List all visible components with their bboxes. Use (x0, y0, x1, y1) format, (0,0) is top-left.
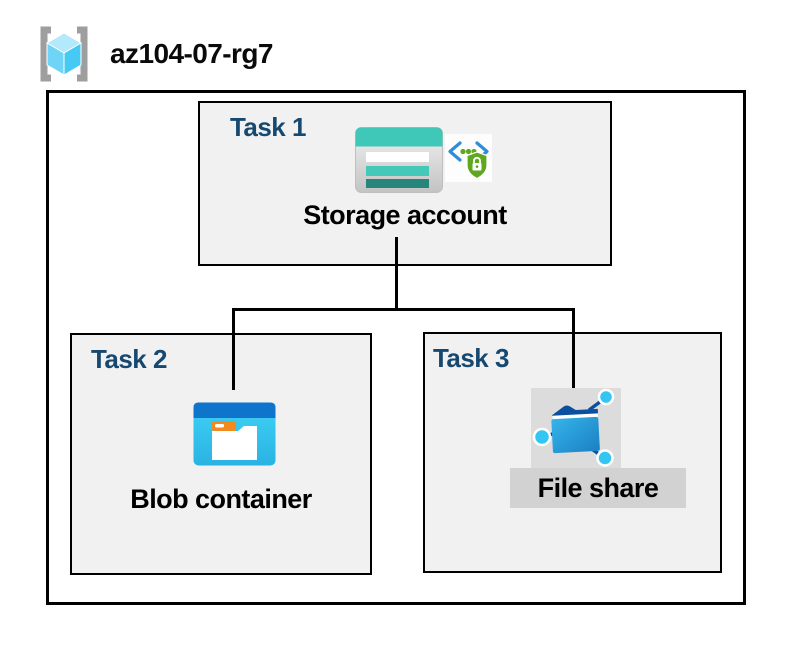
resource-group-icon (40, 26, 88, 82)
connector-to-blob (232, 308, 235, 390)
task3-label: Task 3 (433, 343, 509, 373)
storage-account-icon (355, 127, 443, 193)
api-shield-lock-icon (445, 134, 492, 182)
connector-storage-down (395, 237, 398, 310)
connector-branch-horizontal (232, 308, 575, 311)
blob-container-icon (193, 402, 276, 466)
task1-label: Task 1 (230, 112, 306, 142)
blob-container-label: Blob container (130, 484, 312, 514)
file-share-icon (532, 388, 615, 467)
resource-group-title: az104-07-rg7 (110, 38, 273, 69)
storage-account-label: Storage account (303, 200, 507, 230)
connector-to-fileshare (572, 308, 575, 388)
file-share-label: File share (510, 468, 686, 508)
task2-label: Task 2 (91, 344, 167, 374)
